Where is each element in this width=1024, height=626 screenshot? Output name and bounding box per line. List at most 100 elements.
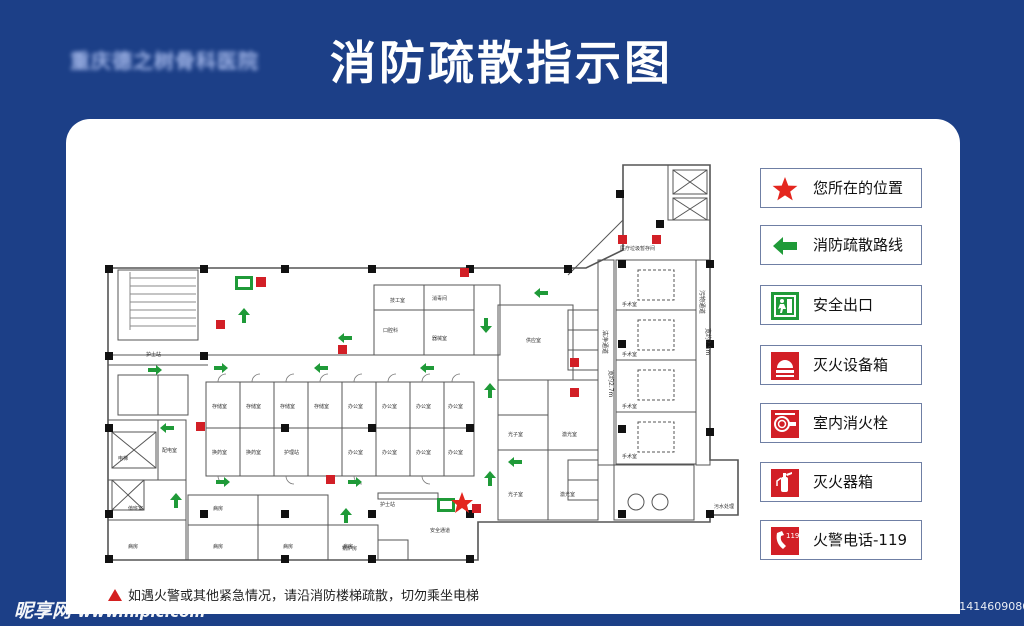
label-laser-room: 激光室 [560,491,575,498]
label-office-8: 办公室 [448,449,463,456]
arrow-left-1 [214,363,228,373]
watermark-id: ID:26754034 NO:20181030101414609086 [794,600,1024,613]
red-star-icon [772,177,798,201]
arrow-up-1 [238,308,250,323]
label-or-2: 手术室 [622,351,637,358]
arrow-up-5 [340,508,352,523]
arrow-up-2 [484,383,496,398]
label-supply: 供应室 [526,337,541,344]
label-lift: 电梯 [118,455,128,462]
arrow-right-2 [216,477,230,487]
arrow-left-6 [508,457,522,467]
hospital-name: 重庆德之树骨科医院 [70,49,259,73]
notice-text: 如遇火警或其他紧急情况，请沿消防楼梯疏散，切勿乘坐电梯 [128,589,480,604]
label-dressing-2: 换药室 [246,449,261,456]
evacuation-notice: 如遇火警或其他紧急情况，请沿消防楼梯疏散，切勿乘坐电梯 [108,585,479,604]
svg-text:119: 119 [786,532,799,540]
legend-label: 您所在的位置 [813,179,904,197]
watermark-site-text: www.nipic.com [77,603,206,621]
legend-label: 室内消火栓 [813,414,889,432]
label-instrument: 器械室 [432,335,447,342]
page-title: 消防疏散指示图 [330,36,673,90]
floor-plan-svg: 护士站 技工室 口腔科 消毒间 器械室 供应室 存储室 存储室 存储室 存储室 … [105,164,739,563]
label-safety-corridor: 安全通道 [430,527,450,534]
label-or-3: 手术室 [622,403,637,410]
evacuation-arrows [148,288,548,523]
label-disinfection: 消毒间 [432,295,447,302]
arrow-left-5 [534,288,548,298]
safety-exit-icon [771,292,799,320]
arrow-left-7 [160,423,174,433]
label-or-1: 手术室 [622,301,637,308]
label-ward-5: 病房 [128,543,138,550]
arrow-up-4 [170,493,182,508]
arrow-left-4 [338,333,352,343]
label-office-3: 办公室 [416,403,431,410]
label-dirty-corridor: 污物通道 [698,290,706,314]
legend-item-hydrant: 室内消火栓 [760,403,922,443]
label-office-1: 办公室 [348,403,363,410]
label-distribution: 配电室 [162,447,177,454]
label-clean-corridor: 洁净通道 [601,330,609,354]
current-position-star [451,492,473,513]
label-duty: 值班室 [128,505,143,512]
label-ward-4: 病房 [343,543,353,550]
header: 重庆德之树骨科医院 消防疏散指示图 [0,0,1024,118]
label-office-4: 办公室 [448,403,463,410]
label-or-4: 手术室 [622,453,637,460]
legend-label: 安全出口 [813,296,874,314]
label-ward-1: 病房 [213,505,223,512]
legend-item-fire-box: 灭火设备箱 [760,345,922,385]
arrow-left-2 [314,363,328,373]
extinguisher-box-icon [771,469,799,497]
fire-hydrant-icon [771,410,799,438]
label-dressing: 换药室 [212,449,227,456]
legend-label: 灭火器箱 [813,473,874,491]
legend-item-phone: 119 火警电话-119 [760,520,922,560]
label-nurse-work: 护理站 [284,449,299,456]
fire-phone-icon: 119 [771,527,799,555]
green-arrow-icon [773,237,797,255]
label-tech: 技工室 [390,297,405,304]
fire-equipment-box-icon [771,352,799,380]
legend-label: 灭火设备箱 [813,356,889,374]
fire-equipment-markers [196,235,661,513]
label-sewage: 污水处理 [714,503,734,510]
label-ward-3: 病房 [283,543,293,550]
label-clean-width: 宽约2.7m [607,370,615,398]
arrow-down-1 [480,318,492,333]
exit-signs [235,276,455,512]
label-ward-2: 病房 [213,543,223,550]
legend-label: 消防疏散路线 [813,236,904,254]
label-medical-waste: 医疗垃圾暂存间 [620,245,655,252]
floor-plan: 护士站 技工室 口腔科 消毒间 器械室 供应室 存储室 存储室 存储室 存储室 … [98,160,748,575]
watermark-brand: 昵享网 www.nipic.com [14,596,205,623]
label-boiler: 锅炉房 [342,545,357,552]
label-storage-3: 存储室 [280,403,295,410]
label-laser-room-2: 激光室 [562,431,577,438]
arrow-up-3 [484,471,496,486]
label-office-2: 办公室 [382,403,397,410]
warning-triangle-icon [108,589,122,601]
legend-item-exit: 安全出口 [760,285,922,325]
watermark-brand-text: 昵享网 [14,600,72,622]
label-dirty-width: 宽约2.5m [704,328,712,356]
arrow-right-3 [348,477,362,487]
label-storage-4: 存储室 [314,403,329,410]
legend-item-route: 消防疏散路线 [760,225,922,265]
legend-label: 火警电话-119 [813,531,908,549]
arrow-left-3 [420,363,434,373]
label-storage-2: 存储室 [246,403,261,410]
label-light-room: 光子室 [508,491,523,498]
label-office-7: 办公室 [416,449,431,456]
label-office-6: 办公室 [382,449,397,456]
label-oral: 口腔科 [383,327,398,334]
arrow-right-1 [148,365,162,375]
label-office-5: 办公室 [348,449,363,456]
legend-item-location: 您所在的位置 [760,168,922,208]
label-storage: 存储室 [212,403,227,410]
label-protect: 护士站 [380,501,395,508]
legend-item-extinguisher: 灭火器箱 [760,462,922,502]
label-nurse-station: 护士站 [146,351,161,358]
label-light-room-2: 光子室 [508,431,523,438]
